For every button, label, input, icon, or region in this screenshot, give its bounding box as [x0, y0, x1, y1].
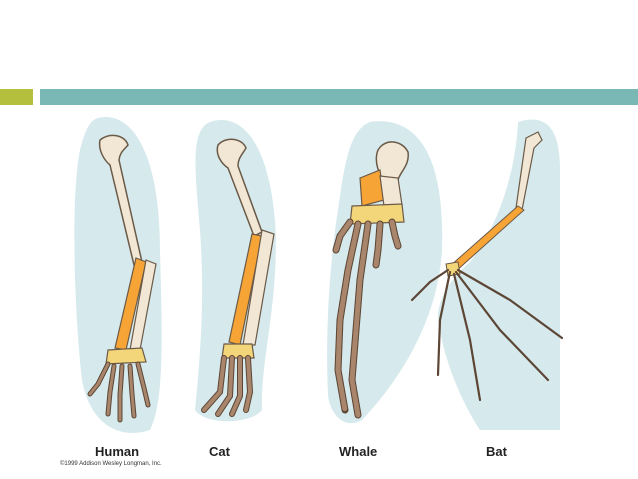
whale-humerus: [375, 141, 409, 183]
copyright-credit: ©1999 Addison Wesley Longman, Inc.: [60, 461, 162, 467]
whale-limb: [327, 121, 443, 424]
whale-ulna: [379, 175, 403, 207]
cat-label: Cat: [209, 444, 230, 459]
human-limb: [74, 117, 162, 433]
human-label: Human: [95, 444, 140, 459]
human-carpals: [105, 347, 147, 365]
human-humerus: [98, 134, 143, 267]
cat-humerus: [216, 138, 263, 238]
cat-carpals: [221, 343, 255, 359]
bat-silhouette: [437, 119, 560, 430]
cat-limb: [195, 120, 276, 422]
bat-phalanges: [410, 268, 564, 402]
whale-label: Whale: [339, 444, 378, 459]
cat-silhouette: [195, 120, 276, 422]
cat-ulna: [242, 229, 275, 346]
bat-label: Bat: [486, 444, 507, 459]
accent-bar: [0, 89, 33, 105]
header-bar: [40, 89, 638, 105]
bat-limb: [410, 119, 564, 430]
